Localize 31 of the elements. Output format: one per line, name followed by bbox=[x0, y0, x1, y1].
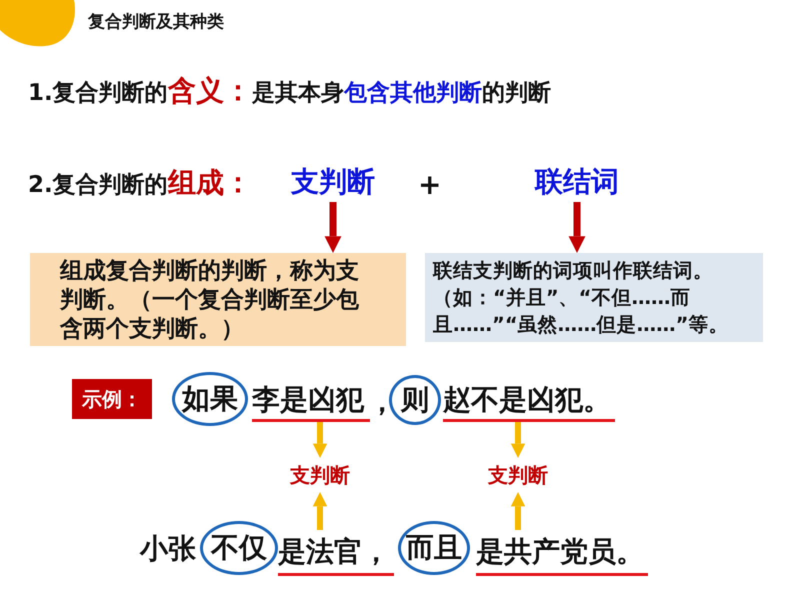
statement-text: 小张 bbox=[140, 531, 196, 567]
arrow bbox=[324, 202, 342, 253]
underlined-phrase: 赵不是凶犯。 bbox=[443, 380, 615, 422]
statement-text: + bbox=[418, 168, 442, 201]
circled-word: 而且 bbox=[398, 521, 470, 575]
statement-text: 组成： bbox=[168, 165, 252, 201]
statement-text: 1.复合判断的 bbox=[28, 80, 168, 108]
term-text: 联结词 bbox=[525, 162, 629, 202]
arrow bbox=[568, 202, 586, 253]
underlined-phrase: 是法官， bbox=[278, 530, 394, 576]
branch-label: 支判断 bbox=[468, 458, 568, 492]
branch-label: 支判断 bbox=[270, 458, 370, 492]
statement-text: 含义： bbox=[168, 73, 252, 109]
heading-text: 复合判断及其种类 bbox=[88, 11, 224, 33]
arrow bbox=[312, 422, 328, 458]
circled-word: 如果 bbox=[172, 372, 248, 426]
example-tag: 示例： bbox=[72, 379, 152, 419]
statement-text: 的判断 bbox=[482, 79, 551, 108]
underlined-phrase: 李是凶犯 bbox=[252, 380, 370, 422]
circled-word: 则 bbox=[389, 375, 441, 425]
arrow bbox=[510, 422, 526, 458]
arrow bbox=[510, 492, 526, 530]
arrow bbox=[312, 492, 328, 530]
definition-box: 联结支判断的词项叫作联结词。（如：“并且”、“不但……而且……”“虽然……但是……”等。 bbox=[425, 253, 763, 342]
definition-box: 组成复合判断的判断，称为支判断。（一个复合判断至少包含两个支判断。） bbox=[30, 253, 406, 346]
circled-word: 不仅 bbox=[200, 521, 278, 575]
term-text: 支判断 bbox=[283, 162, 383, 202]
statement-text: 包含其他判断 bbox=[344, 79, 482, 108]
underlined-phrase: 是共产党员。 bbox=[476, 530, 648, 576]
statement-text: 2.复合判断的 bbox=[28, 172, 168, 200]
statement-text: 是其本身 bbox=[252, 79, 344, 108]
